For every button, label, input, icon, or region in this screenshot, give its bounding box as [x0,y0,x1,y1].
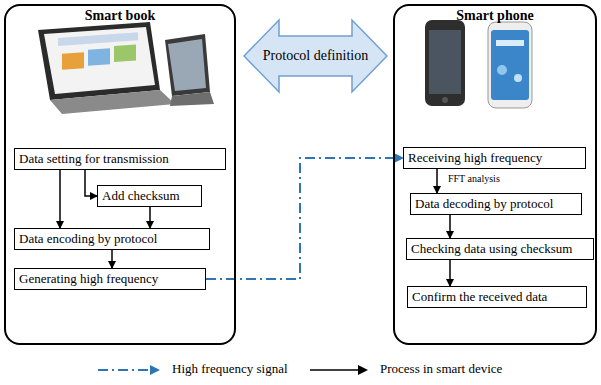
edge-label: FFT analysis [446,173,502,184]
process-connector [85,170,97,196]
process-box: Data decoding by protocol [410,193,582,215]
process-connector [449,260,451,286]
process-text: Generating high frequency [19,271,158,286]
process-text: Confirm the received data [412,289,547,304]
process-box: Add checksum [97,185,202,207]
process-box: Confirm the received data [407,286,587,308]
panel-title: Smart phone [395,8,595,24]
process-text: Checking data using checksum [411,241,572,256]
process-text: Receiving high frequency [408,150,542,165]
process-text: Data decoding by protocol [415,196,553,211]
process-box: Generating high frequency [14,268,206,290]
process-connector [449,215,451,238]
process-box: Data setting for transmission [14,148,226,170]
process-box: Receiving high frequency [403,147,586,169]
process-text: Add checksum [102,188,180,203]
process-connector [149,207,151,228]
legend-text: High frequency signal [172,361,288,377]
process-connector [111,250,113,268]
process-connector [436,169,438,193]
arrow-label: Protocol definition [263,48,368,64]
legend-text: Process in smart device [380,361,502,377]
process-box: Checking data using checksum [406,238,594,260]
process-connector [59,170,61,228]
smartphone-illustration [425,20,532,108]
protocol-double-arrow: Protocol definition [243,18,388,94]
process-text: Data encoding by protocol [19,231,157,246]
process-text: Data setting for transmission [19,151,169,166]
smartbook-illustration [38,22,214,114]
panel-title: Smart book [6,8,234,24]
device-panel: Smart bookData setting for transmissionA… [4,4,236,345]
process-box: Data encoding by protocol [14,228,210,250]
